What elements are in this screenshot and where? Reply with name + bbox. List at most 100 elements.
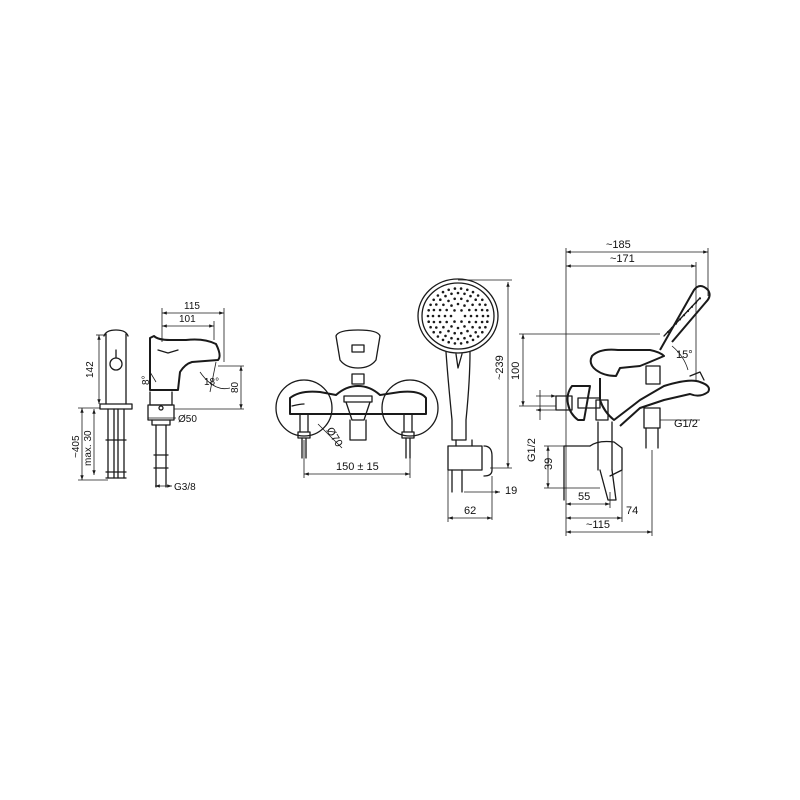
nozzle-dot bbox=[471, 338, 475, 342]
dim-19: 19 bbox=[505, 485, 517, 497]
nozzle-dot bbox=[435, 326, 438, 329]
nozzle-dot bbox=[441, 338, 445, 342]
dim-39: 39 bbox=[543, 458, 555, 470]
dim-diameter-70: Ø70 bbox=[323, 425, 344, 449]
shower-nozzles bbox=[426, 287, 490, 345]
nozzle-dot bbox=[486, 320, 489, 324]
nozzle-dot bbox=[427, 320, 431, 324]
nozzle-dot bbox=[456, 337, 460, 341]
nozzle-dot bbox=[437, 314, 441, 318]
nozzle-dot bbox=[463, 325, 466, 328]
nozzle-dot bbox=[447, 329, 450, 333]
nozzle-dot bbox=[432, 298, 436, 302]
nozzle-dot bbox=[471, 325, 474, 329]
dim-142: 142 bbox=[85, 361, 96, 378]
hand-shower bbox=[417, 278, 499, 493]
dim-angle-15: 15° bbox=[676, 349, 693, 361]
nozzle-dot bbox=[439, 331, 442, 334]
nozzle-dot bbox=[474, 320, 478, 324]
dim-185: ~185 bbox=[606, 239, 631, 251]
nozzle-dot bbox=[447, 288, 451, 292]
nozzle-dot bbox=[436, 294, 440, 297]
nozzle-dot bbox=[466, 329, 469, 333]
nozzle-dot bbox=[486, 309, 489, 312]
nozzle-dot bbox=[469, 334, 472, 338]
nozzle-dot bbox=[466, 288, 469, 292]
nozzle-dot bbox=[474, 298, 478, 302]
nozzle-dot bbox=[453, 287, 457, 290]
nozzle-dot bbox=[459, 342, 463, 345]
nozzle-dot bbox=[460, 331, 463, 335]
nozzle-dot bbox=[438, 320, 442, 324]
nozzle-dot bbox=[463, 336, 466, 340]
nozzle-dot bbox=[453, 309, 456, 312]
nozzle-dot bbox=[471, 290, 475, 294]
nozzle-dot bbox=[450, 292, 453, 296]
nozzle-dot bbox=[429, 303, 432, 307]
nozzle-dot bbox=[435, 303, 438, 306]
nozzle-dot bbox=[484, 303, 487, 307]
dim-g12-right: G1/2 bbox=[674, 418, 698, 430]
dim-max-30: max. 30 bbox=[83, 430, 94, 466]
basin-mixer-side-view bbox=[147, 335, 221, 488]
nozzle-dot bbox=[478, 326, 482, 329]
nozzle-dot bbox=[453, 331, 457, 335]
nozzle-dot bbox=[449, 314, 453, 318]
dim-55: 55 bbox=[578, 491, 590, 503]
side-nozzle-dot bbox=[686, 309, 690, 313]
nozzle-dot bbox=[444, 294, 447, 298]
side-nozzle-dot bbox=[698, 297, 702, 300]
nozzle-dot bbox=[460, 309, 463, 312]
side-nozzle-dot bbox=[666, 330, 670, 334]
bath-mixer-side-view bbox=[555, 285, 711, 501]
nozzle-dot bbox=[441, 290, 445, 294]
dim-62: 62 bbox=[464, 505, 476, 517]
nozzle-dot bbox=[432, 320, 436, 324]
hand-shower-dimensions bbox=[447, 279, 512, 522]
nozzle-dot bbox=[453, 342, 457, 345]
nozzle-dot bbox=[486, 314, 490, 318]
nozzle-dot bbox=[429, 325, 432, 329]
dim-g38: G3/8 bbox=[174, 482, 196, 493]
nozzle-dot bbox=[438, 308, 442, 312]
nozzle-dot bbox=[463, 292, 466, 296]
nozzle-dot bbox=[468, 308, 471, 312]
nozzle-dot bbox=[456, 326, 460, 330]
dim-171: ~171 bbox=[610, 253, 635, 265]
dim-diameter-50: Ø50 bbox=[178, 414, 197, 425]
dim-115-side: ~115 bbox=[586, 519, 610, 531]
nozzle-dot bbox=[450, 336, 453, 340]
nozzle-dot bbox=[463, 314, 467, 318]
nozzle-dot bbox=[476, 294, 480, 297]
nozzle-dot bbox=[468, 320, 471, 324]
nozzle-dot bbox=[475, 314, 479, 318]
nozzle-dot bbox=[443, 314, 447, 318]
nozzle-dot bbox=[453, 297, 457, 301]
nozzle-dot bbox=[466, 299, 469, 303]
nozzle-dot bbox=[481, 314, 485, 318]
dim-angle-8: 8° bbox=[141, 375, 152, 385]
dim-spacing-150: 150 ± 15 bbox=[336, 461, 379, 473]
nozzle-dot bbox=[466, 340, 469, 344]
nozzle-dot bbox=[456, 291, 460, 295]
nozzle-dot bbox=[480, 308, 484, 312]
nozzle-dot bbox=[447, 340, 451, 344]
bath-mixer-side-dimensions bbox=[519, 248, 709, 536]
side-nozzle-dot bbox=[670, 326, 674, 329]
nozzle-dot bbox=[436, 335, 440, 338]
nozzle-dot bbox=[445, 320, 449, 324]
nozzle-dot bbox=[481, 298, 484, 302]
nozzle-dot bbox=[469, 294, 472, 298]
nozzle-dot bbox=[459, 287, 463, 290]
nozzle-dot bbox=[456, 302, 460, 306]
side-nozzle-dot bbox=[678, 318, 682, 321]
dim-80: 80 bbox=[230, 381, 241, 393]
basin-mixer-dimensions bbox=[78, 308, 244, 488]
nozzle-dot bbox=[463, 304, 466, 307]
nozzle-dot bbox=[460, 297, 463, 301]
nozzle-dot bbox=[478, 303, 482, 306]
nozzle-dot bbox=[447, 299, 450, 303]
dim-239: ~239 bbox=[494, 355, 506, 380]
dim-74: 74 bbox=[626, 505, 638, 517]
